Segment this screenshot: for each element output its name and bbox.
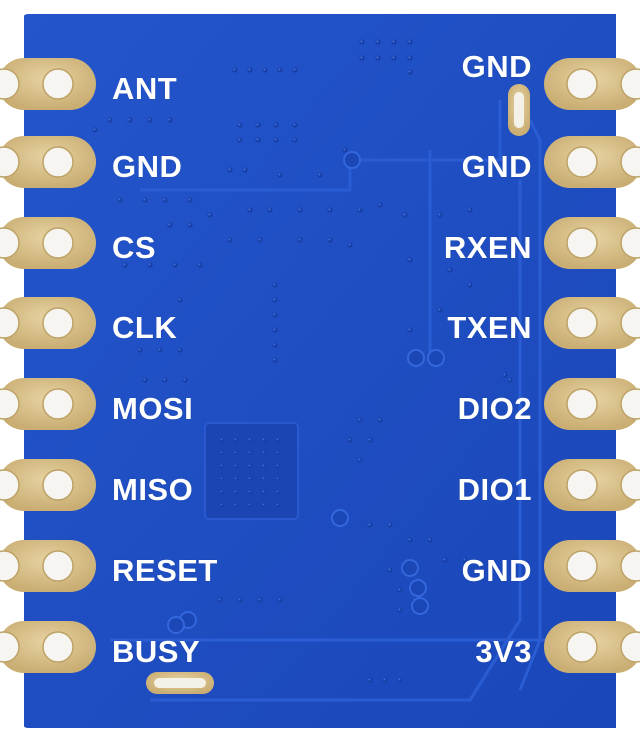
right-pin-label-3: RXEN bbox=[443, 230, 532, 265]
left-pin-label-2: GND bbox=[112, 149, 183, 184]
large-via bbox=[411, 597, 429, 615]
large-via bbox=[401, 559, 419, 577]
large-via bbox=[331, 509, 349, 527]
left-pin-label-5: MOSI bbox=[112, 391, 194, 426]
left-pin-label-4: CLK bbox=[112, 310, 178, 345]
left-pin-label-6: MISO bbox=[112, 472, 194, 507]
right-pin-label-4: TXEN bbox=[447, 310, 532, 345]
right-pad-3 bbox=[544, 217, 640, 269]
left-pad-4 bbox=[0, 297, 96, 349]
right-pin-label-1: GND bbox=[461, 49, 532, 84]
slot-pad-bottom bbox=[146, 672, 214, 694]
left-pin-label-7: RESET bbox=[112, 553, 218, 588]
right-pin-label-2: GND bbox=[461, 149, 532, 184]
right-pads bbox=[544, 58, 640, 673]
right-pad-4 bbox=[544, 297, 640, 349]
chip-footprint bbox=[204, 422, 299, 520]
pcb-traces bbox=[110, 100, 600, 702]
left-pads bbox=[0, 58, 96, 673]
left-pad-1 bbox=[0, 58, 96, 110]
large-via bbox=[167, 616, 185, 634]
left-pad-8 bbox=[0, 621, 96, 673]
left-pin-label-1: ANT bbox=[112, 71, 178, 106]
left-pin-label-3: CS bbox=[112, 230, 157, 265]
left-pad-6 bbox=[0, 459, 96, 511]
large-via bbox=[427, 349, 445, 367]
large-vias bbox=[167, 151, 445, 634]
right-pin-label-8: 3V3 bbox=[475, 634, 532, 669]
right-pad-1 bbox=[544, 58, 640, 110]
right-pin-label-6: DIO1 bbox=[457, 472, 532, 507]
large-via bbox=[343, 151, 361, 169]
left-pad-3 bbox=[0, 217, 96, 269]
left-pin-label-8: BUSY bbox=[112, 634, 201, 669]
left-pad-5 bbox=[0, 378, 96, 430]
right-pad-7 bbox=[544, 540, 640, 592]
slot-pad-top bbox=[508, 84, 530, 136]
right-pin-label-5: DIO2 bbox=[457, 391, 532, 426]
right-pin-label-7: GND bbox=[461, 553, 532, 588]
left-edge bbox=[0, 14, 24, 728]
large-via bbox=[407, 349, 425, 367]
large-via bbox=[409, 579, 427, 597]
right-pad-6 bbox=[544, 459, 640, 511]
right-pad-8 bbox=[544, 621, 640, 673]
pcb-substrate bbox=[22, 14, 622, 728]
right-pad-2 bbox=[544, 136, 640, 188]
right-pad-5 bbox=[544, 378, 640, 430]
left-pad-7 bbox=[0, 540, 96, 592]
right-edge bbox=[616, 14, 640, 728]
left-pad-2 bbox=[0, 136, 96, 188]
